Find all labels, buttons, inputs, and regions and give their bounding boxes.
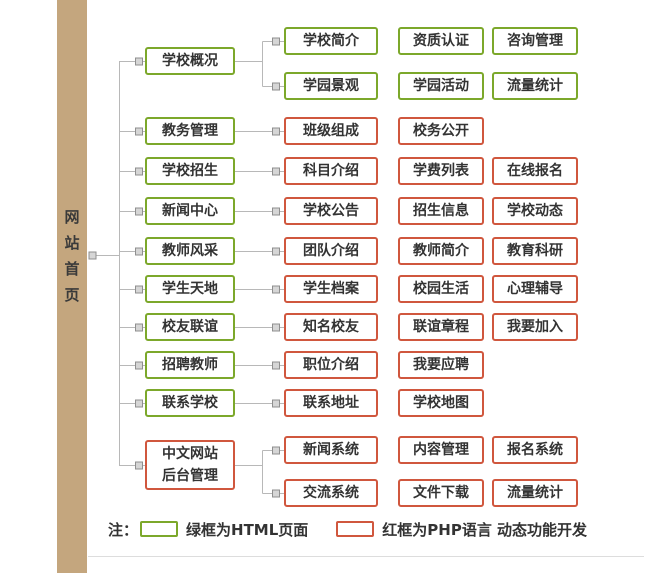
legend-green-label: 绿框为HTML页面 [186, 520, 309, 539]
node-content-mgmt: 内容管理 [398, 436, 484, 464]
node-school-overview: 学校概况 [145, 47, 235, 75]
node-backend-admin: 中文网站 后台管理 [145, 440, 235, 490]
node-famous-alumni: 知名校友 [284, 313, 378, 341]
node-backend-admin-line1: 中文网站 [162, 446, 218, 462]
home-label: 网站首页 [64, 208, 80, 304]
node-psych-counseling: 心理辅导 [492, 275, 578, 303]
node-file-download: 文件下载 [398, 479, 484, 507]
node-campus-life: 校园生活 [398, 275, 484, 303]
node-backend-admin-line2: 后台管理 [162, 468, 218, 484]
legend-red-swatch [336, 521, 375, 537]
node-job-intro: 职位介绍 [284, 351, 378, 379]
node-signup-system: 报名系统 [492, 436, 578, 464]
node-tuition-list: 学费列表 [398, 157, 484, 185]
legend-note-label: 注： [108, 520, 139, 539]
node-admission-info: 招生信息 [398, 197, 484, 225]
node-exchange-system: 交流系统 [284, 479, 378, 507]
node-edu-research: 教育科研 [492, 237, 578, 265]
node-teacher-recruitment: 招聘教师 [145, 351, 235, 379]
node-news-center: 新闻中心 [145, 197, 235, 225]
node-online-signup: 在线报名 [492, 157, 578, 185]
node-school-affairs-open: 校务公开 [398, 117, 484, 145]
legend: 注： 绿框为HTML页面 红框为PHP语言 动态功能开发 [108, 518, 587, 540]
node-association-charter: 联谊章程 [398, 313, 484, 341]
node-alumni-association: 校友联谊 [145, 313, 235, 341]
node-campus-scenery: 学园景观 [284, 72, 378, 100]
node-contact-school: 联系学校 [145, 389, 235, 417]
node-school-news: 学校动态 [492, 197, 578, 225]
node-student-files: 学生档案 [284, 275, 378, 303]
bottom-divider [88, 556, 644, 557]
node-join-us: 我要加入 [492, 313, 578, 341]
node-traffic-stats-1: 流量统计 [492, 72, 578, 100]
node-news-system: 新闻系统 [284, 436, 378, 464]
node-job-apply: 我要应聘 [398, 351, 484, 379]
node-subject-intro: 科目介绍 [284, 157, 378, 185]
node-school-intro: 学校简介 [284, 27, 378, 55]
legend-red-label: 红框为PHP语言 动态功能开发 [382, 520, 588, 539]
node-campus-activity: 学园活动 [398, 72, 484, 100]
node-student-zone: 学生天地 [145, 275, 235, 303]
node-traffic-stats-2: 流量统计 [492, 479, 578, 507]
node-school-announcement: 学校公告 [284, 197, 378, 225]
home-node: 网站首页 [57, 0, 87, 573]
node-teacher-profile: 教师简介 [398, 237, 484, 265]
node-contact-address: 联系地址 [284, 389, 378, 417]
node-consult-mgmt: 咨询管理 [492, 27, 578, 55]
node-teacher-showcase: 教师风采 [145, 237, 235, 265]
node-qualification-cert: 资质认证 [398, 27, 484, 55]
node-admissions: 学校招生 [145, 157, 235, 185]
node-class-composition: 班级组成 [284, 117, 378, 145]
node-academic-affairs: 教务管理 [145, 117, 235, 145]
node-team-intro: 团队介绍 [284, 237, 378, 265]
legend-green-swatch [140, 521, 179, 537]
node-school-map: 学校地图 [398, 389, 484, 417]
